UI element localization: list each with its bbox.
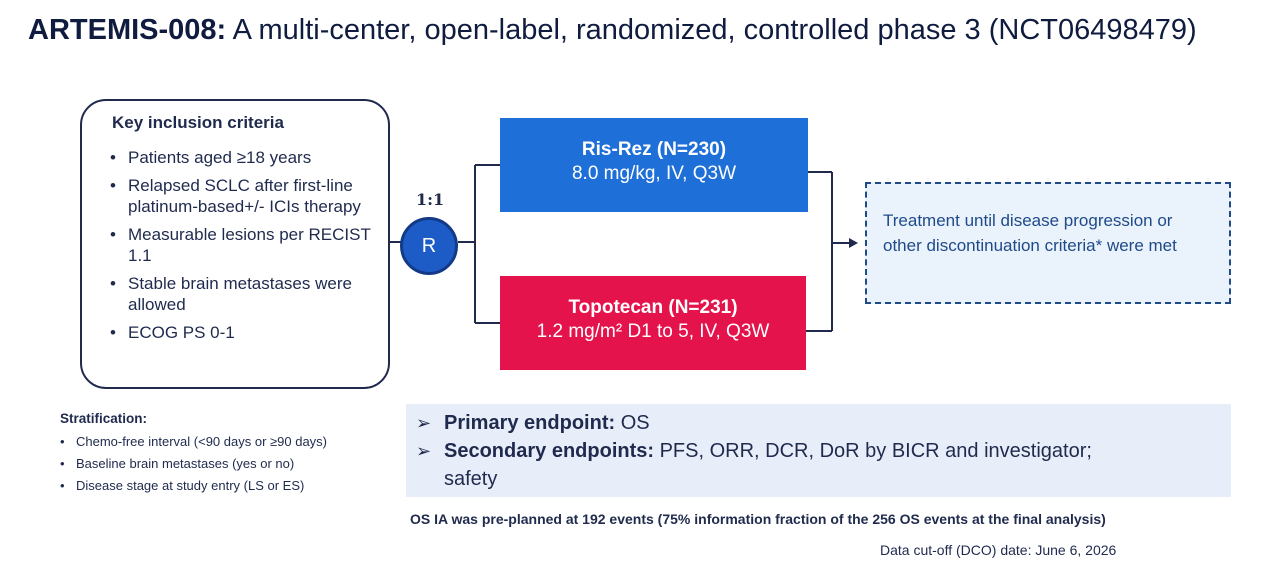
- secondary-endpoint-continuation: safety: [444, 468, 498, 490]
- trial-description: A multi-center, open-label, randomized, …: [226, 14, 1197, 46]
- secondary-endpoint-label: Secondary endpoints:: [444, 440, 655, 462]
- stratification-item: Disease stage at study entry (LS or ES): [60, 475, 400, 497]
- inclusion-criteria-title: Key inclusion criteria: [112, 113, 284, 132]
- arm-ris-rez: Ris-Rez (N=230) 8.0 mg/kg, IV, Q3W: [500, 118, 808, 212]
- randomization-ratio: 1:1: [416, 190, 445, 209]
- arm-name: Ris-Rez (N=230): [581, 139, 727, 160]
- stratification-title: Stratification:: [60, 411, 148, 426]
- endpoints-box: ➢ Primary endpoint: OS ➢ Secondary endpo…: [406, 404, 1231, 497]
- inclusion-item: Patients aged ≥18 years: [110, 147, 372, 168]
- page-title: ARTEMIS-008: A multi-center, open-label,…: [28, 14, 1197, 47]
- inclusion-item: ECOG PS 0-1: [110, 322, 372, 343]
- stratification-item: Baseline brain metastases (yes or no): [60, 453, 400, 475]
- treatment-box: Treatment until disease progression or o…: [865, 182, 1231, 304]
- secondary-endpoint-row: ➢ Secondary endpoints: PFS, ORR, DCR, Do…: [416, 437, 1221, 465]
- inclusion-item: Measurable lesions per RECIST 1.1: [110, 224, 372, 266]
- arrow-bullet-icon: ➢: [416, 441, 432, 461]
- arm-topotecan: Topotecan (N=231) 1.2 mg/m² D1 to 5, IV,…: [500, 276, 806, 370]
- primary-endpoint-label: Primary endpoint:: [444, 412, 616, 434]
- arrow-head-icon: [849, 238, 858, 248]
- arrow-bullet-icon: ➢: [416, 413, 432, 433]
- randomization-node: R: [400, 217, 458, 275]
- secondary-endpoint-value: PFS, ORR, DCR, DoR by BICR and investiga…: [654, 440, 1092, 462]
- primary-endpoint-value: OS: [615, 412, 650, 434]
- inclusion-criteria-box: Key inclusion criteria Patients aged ≥18…: [80, 99, 390, 389]
- data-cutoff-date: Data cut-off (DCO) date: June 6, 2026: [880, 542, 1117, 558]
- arm-dose: 8.0 mg/kg, IV, Q3W: [571, 163, 737, 184]
- interim-analysis-note: OS IA was pre-planned at 192 events (75%…: [410, 511, 1106, 527]
- trial-name: ARTEMIS-008:: [28, 14, 227, 46]
- inclusion-item: Relapsed SCLC after first-line platinum-…: [110, 175, 372, 217]
- primary-endpoint-row: ➢ Primary endpoint: OS: [416, 409, 1221, 437]
- inclusion-item: Stable brain metastases were allowed: [110, 273, 372, 315]
- stratification-item: Chemo-free interval (<90 days or ≥90 day…: [60, 431, 400, 453]
- stratification-section: Stratification: Chemo-free interval (<90…: [60, 411, 400, 497]
- inclusion-criteria-list: Patients aged ≥18 years Relapsed SCLC af…: [110, 147, 372, 350]
- arm-dose: 1.2 mg/m² D1 to 5, IV, Q3W: [536, 321, 770, 342]
- arm-name: Topotecan (N=231): [568, 297, 738, 318]
- stratification-list: Chemo-free interval (<90 days or ≥90 day…: [60, 431, 400, 497]
